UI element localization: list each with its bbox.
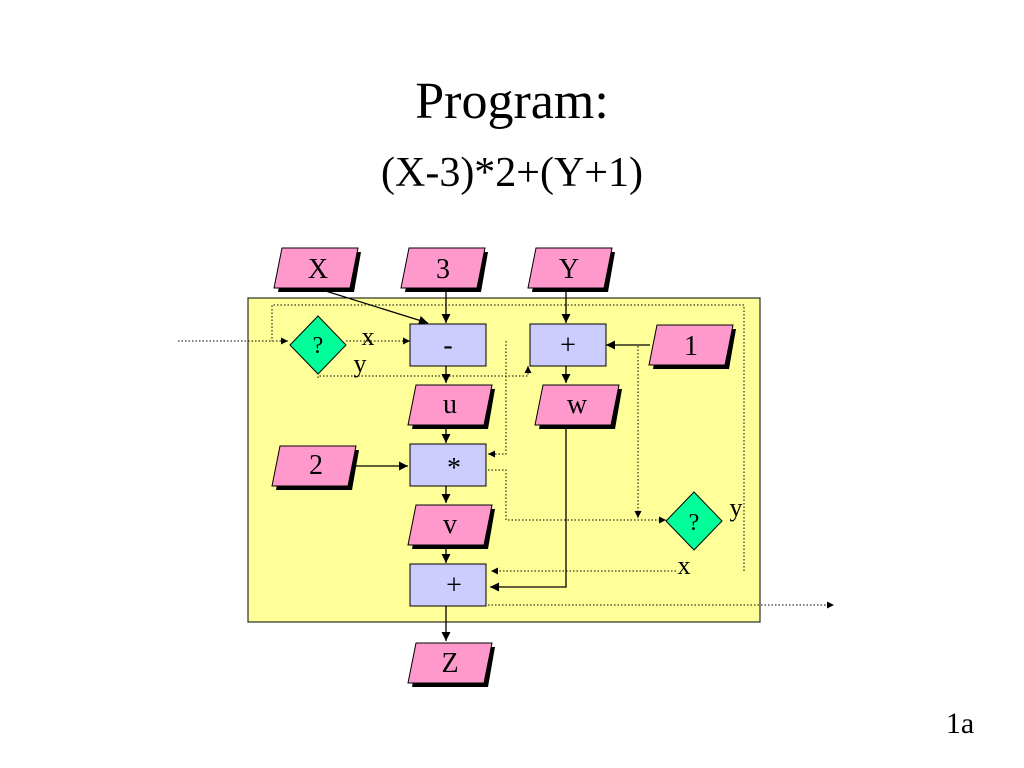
decision-left-symbol: ?	[313, 333, 324, 359]
control-times-to-decision	[488, 469, 666, 524]
operator-node-plus-top: +	[529, 323, 607, 367]
data-label-u: u	[443, 389, 457, 420]
data-w-to-plus	[490, 425, 567, 592]
operator-label-times: *	[447, 453, 461, 484]
operator-node-minus: -	[409, 323, 487, 367]
data-lines	[315, 287, 650, 641]
data-label-x: X	[308, 254, 328, 285]
data-node-x: X	[273, 247, 361, 292]
decision-left-branch-bottom: y	[354, 349, 367, 378]
data-label-v: v	[443, 509, 457, 540]
slide-title: Program:	[415, 73, 609, 130]
page-number: 1a	[945, 707, 975, 740]
data-label-1: 1	[684, 331, 698, 362]
data-label-z: Z	[441, 648, 458, 679]
operator-label-plus-top: +	[560, 330, 576, 361]
data-node-v: v	[407, 504, 495, 549]
data-node-1: 1	[648, 324, 736, 369]
decision-node-left: ? x y	[289, 315, 375, 378]
decision-left-branch-top: x	[362, 322, 375, 351]
data-node-z: Z	[407, 642, 495, 687]
slide-subtitle: (X-3)*2+(Y+1)	[381, 150, 643, 196]
operator-label-plus-bottom: +	[446, 570, 462, 601]
data-label-w: w	[567, 389, 588, 420]
data-node-2: 2	[271, 445, 359, 490]
control-y-to-plus	[317, 366, 532, 378]
operator-label-minus: -	[443, 330, 452, 361]
decision-right-symbol: ?	[689, 510, 700, 536]
data-x-to-minus	[315, 287, 429, 325]
control-loop-top	[271, 304, 745, 571]
operator-node-plus-bottom: +	[409, 563, 487, 607]
control-lines	[178, 304, 834, 609]
control-to-times	[488, 341, 507, 458]
data-label-y: Y	[559, 254, 579, 285]
data-node-u: u	[407, 384, 495, 429]
operator-node-times: *	[409, 443, 487, 487]
data-node-w: w	[534, 384, 622, 429]
decision-right-branch-top: y	[730, 493, 743, 522]
data-node-3: 3	[400, 247, 488, 292]
data-label-2: 2	[309, 450, 323, 481]
data-node-y: Y	[527, 247, 615, 292]
data-label-3: 3	[436, 254, 450, 285]
decision-right-branch-bottom: x	[678, 551, 691, 580]
decision-node-right: ? y x	[665, 491, 743, 580]
